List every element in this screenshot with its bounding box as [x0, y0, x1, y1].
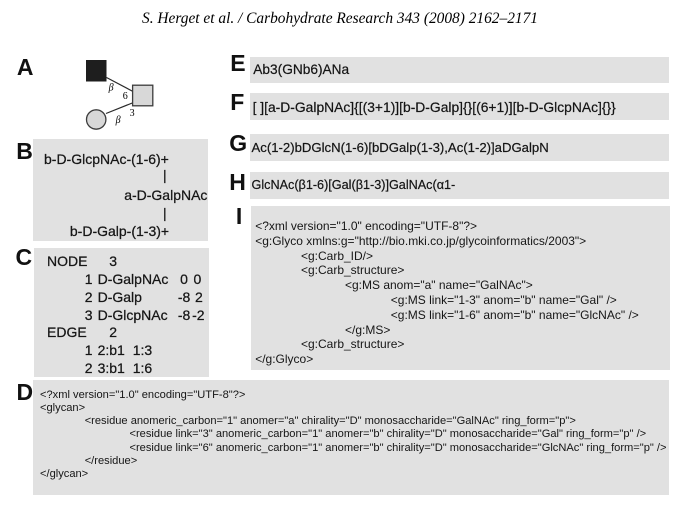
svg-text:β: β: [108, 83, 114, 94]
svg-text:3: 3: [130, 108, 135, 119]
svg-text:β: β: [115, 115, 121, 126]
svg-text:6: 6: [123, 91, 128, 102]
